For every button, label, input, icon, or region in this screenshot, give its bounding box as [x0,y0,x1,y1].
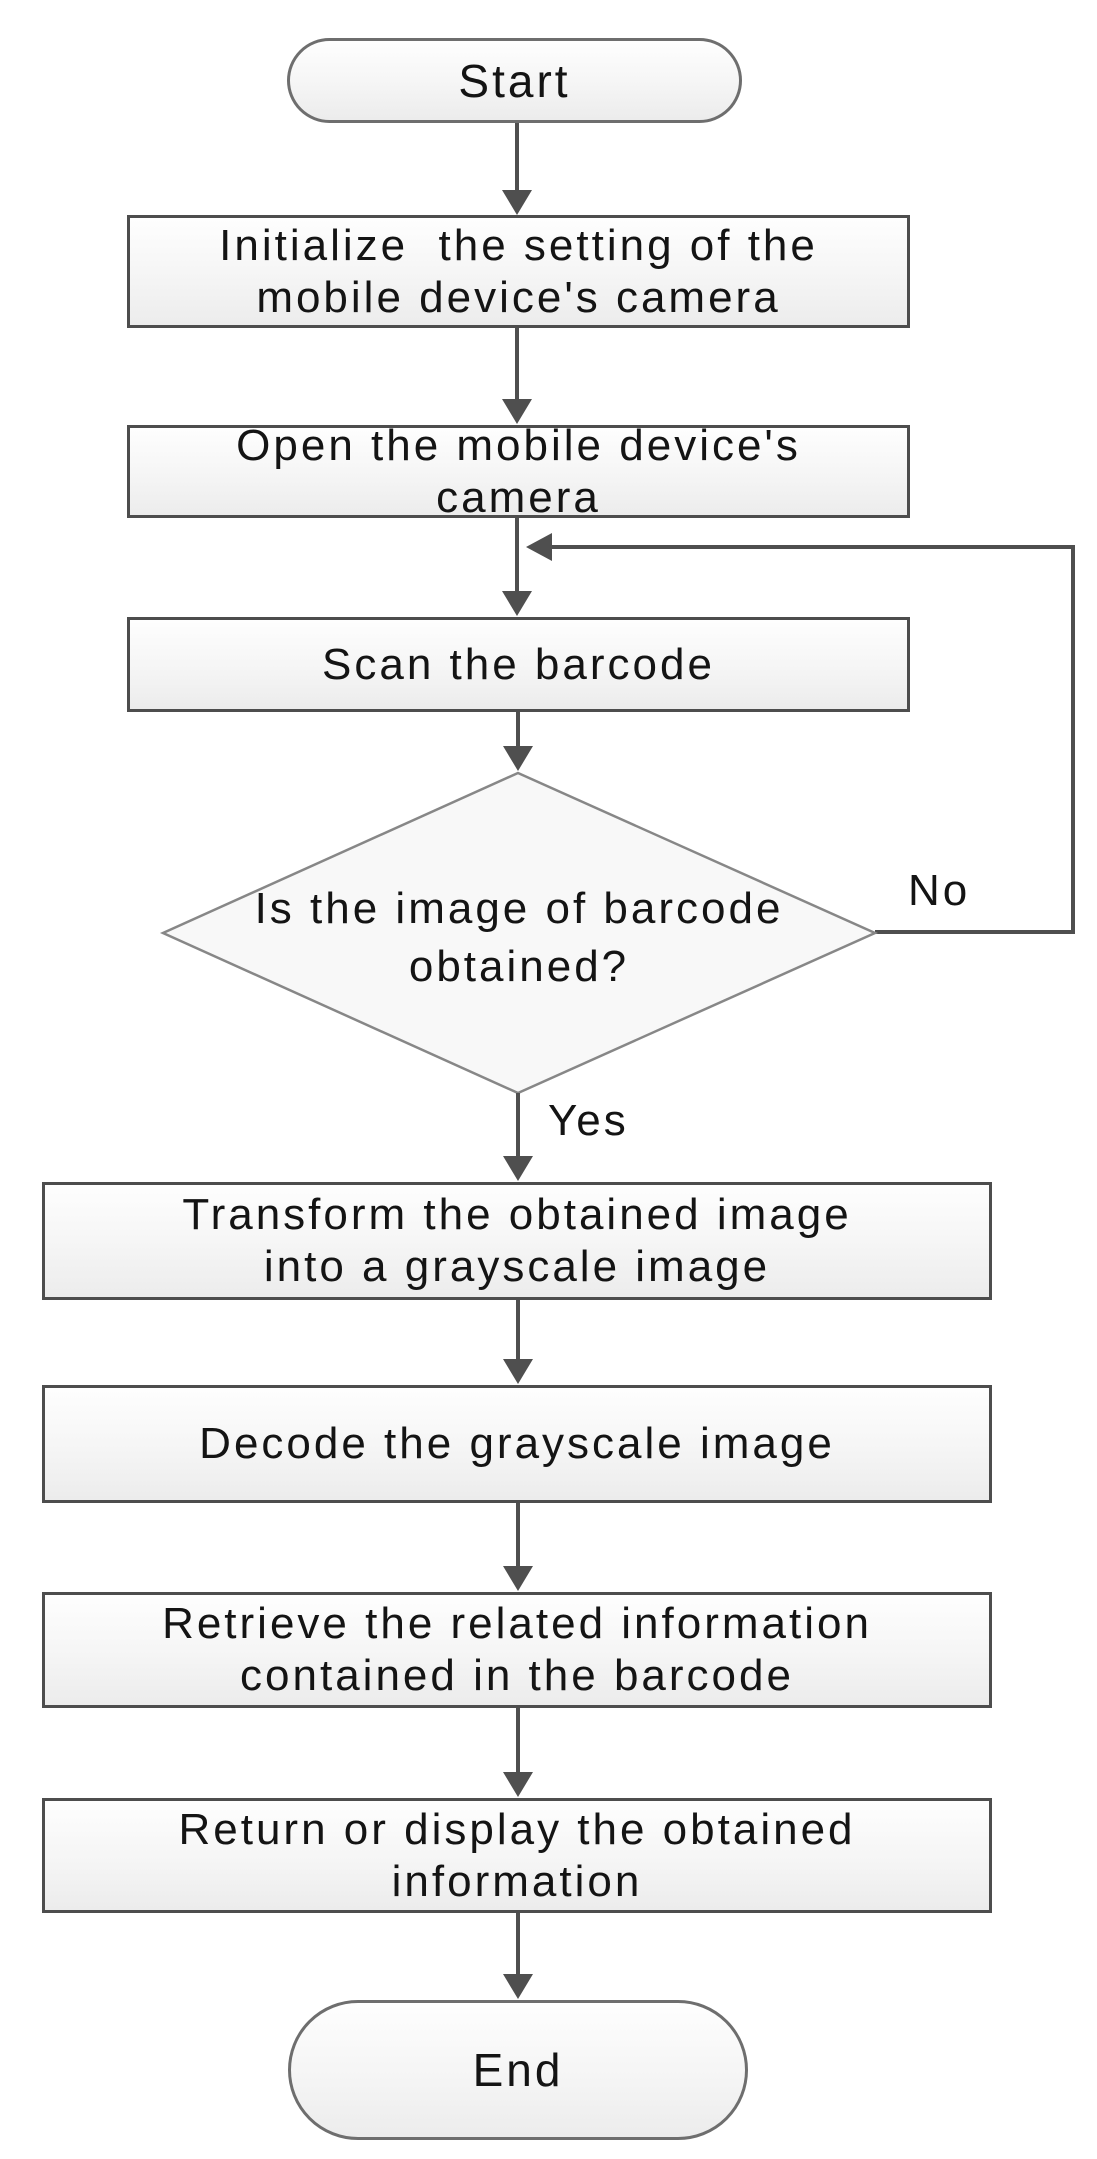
arrowhead-down-icon [503,1359,533,1384]
arrowhead-down-icon [502,591,532,616]
process-decode-image: Decode the grayscale image [42,1385,992,1503]
arrowhead-down-icon [503,1974,533,1999]
process-retrieve-information: Retrieve the related information contain… [42,1592,992,1708]
start-label: Start [458,54,571,107]
process-return-information: Return or display the obtained informati… [42,1798,992,1913]
decision-barcode-obtained: Is the image of barcode obtained? [254,884,784,991]
process-initialize-camera-settings: Initialize the setting of the mobile dev… [127,215,910,328]
end-label: End [472,2044,564,2096]
arrowhead-down-icon [503,1156,533,1181]
edge-label-yes: Yes [548,1096,629,1145]
arrowhead-down-icon [503,1772,533,1797]
start-terminator: Start [287,38,742,123]
process-open-camera: Open the mobile device's camera [127,421,910,522]
arrowhead-down-icon [503,1566,533,1591]
arrowhead-down-icon [503,746,533,771]
edge-label-no: No [908,866,971,915]
end-terminator: End [288,2000,748,2140]
process-scan-barcode: Scan the barcode [127,617,910,712]
arrowhead-down-icon [502,190,532,215]
arrowhead-down-icon [502,399,532,424]
process-transform-grayscale: Transform the obtained image into a gray… [42,1182,992,1300]
arrowhead-left-icon [526,533,552,561]
